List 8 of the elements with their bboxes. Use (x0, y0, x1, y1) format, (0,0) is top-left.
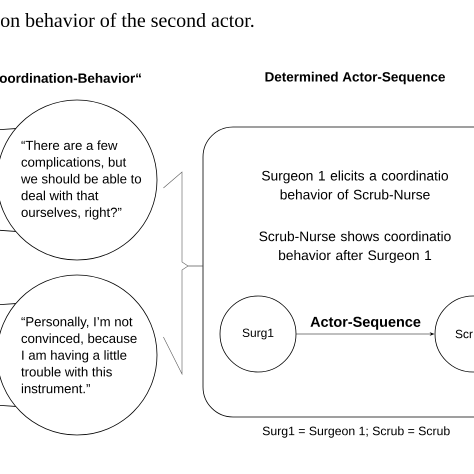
speech-bubble: “There are a few complications, but we should be able to deal with that ourselves, right?” (0, 100, 158, 260)
speech-bubble: “Personally, I’m not convinced, because I am having a little trouble with this instrument.” (0, 274, 158, 436)
caption-text: on behavior of the second actor. (0, 12, 254, 28)
edge-label: Actor-Sequence (310, 316, 420, 330)
footnote: Surg1 = Surgeon 1; Scrub = Scrub (262, 426, 450, 438)
column-heading: oordination-Behavior“ (0, 73, 141, 83)
node-label: Determined Actor-Sequence (265, 72, 445, 84)
bracket-line (163, 266, 203, 376)
